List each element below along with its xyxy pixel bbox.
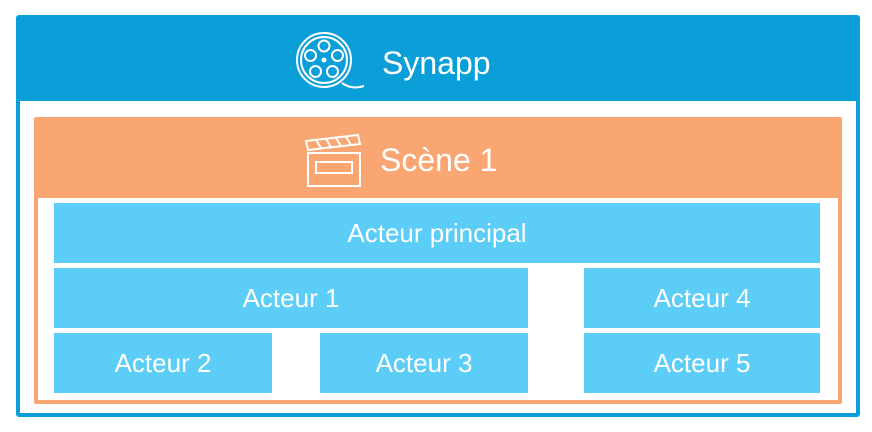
app-header: Synapp xyxy=(20,19,856,101)
actor-1: Acteur 1 xyxy=(54,268,528,328)
app-window: Synapp Scène 1 Acteur principal Acteur 1… xyxy=(16,15,860,417)
film-reel-icon xyxy=(296,32,365,89)
actor-5: Acteur 5 xyxy=(584,333,820,393)
actor-2: Acteur 2 xyxy=(54,333,272,393)
app-title: Synapp xyxy=(382,45,491,81)
actor-main: Acteur principal xyxy=(54,203,820,263)
clapperboard-icon xyxy=(304,133,362,187)
scene-header: Scène 1 xyxy=(38,121,838,198)
actor-3: Acteur 3 xyxy=(320,333,528,393)
scene-title: Scène 1 xyxy=(380,142,498,178)
scene-panel: Scène 1 Acteur principal Acteur 1 Acteur… xyxy=(34,117,842,404)
actor-4: Acteur 4 xyxy=(584,268,820,328)
